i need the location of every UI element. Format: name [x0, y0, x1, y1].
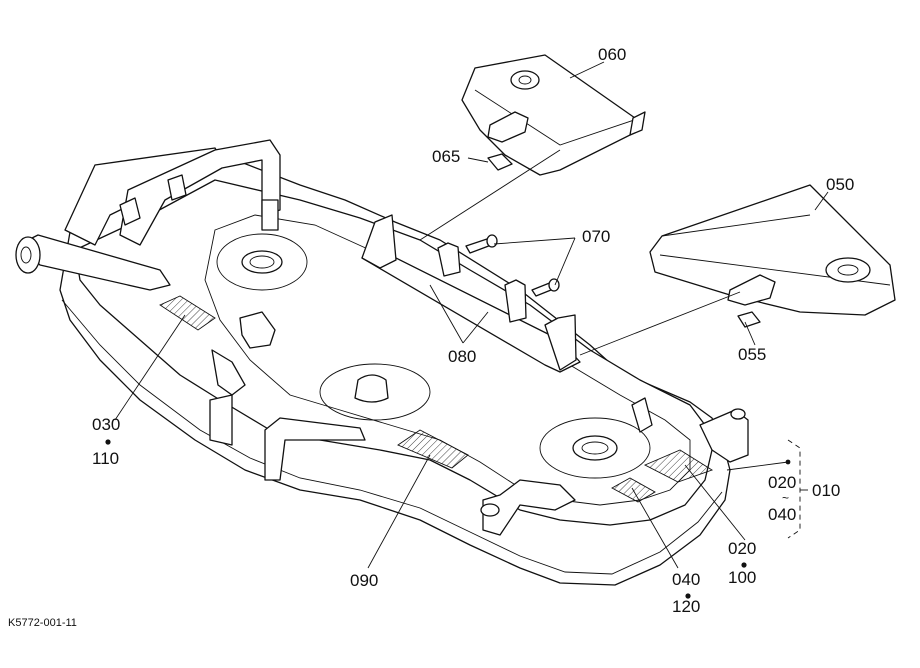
- callout-040: 040: [672, 570, 700, 589]
- callout-080: 080: [448, 347, 476, 366]
- callout-065: 065: [432, 147, 460, 166]
- callout-055: 055: [738, 345, 766, 364]
- group-bracket-010: [787, 439, 801, 539]
- decal-030: [159, 295, 216, 331]
- center-blade-spindle: [319, 363, 431, 421]
- cover-060-lip: [629, 111, 646, 136]
- belt-cover-050: [649, 184, 896, 316]
- left-spindle-hub: [241, 250, 283, 274]
- callout-050: 050: [826, 175, 854, 194]
- deck-bottom-rim: [61, 299, 723, 575]
- center-gauge-bracket: [239, 311, 276, 349]
- clip-055: [737, 311, 761, 328]
- rear-baffle-assembly: [361, 214, 581, 373]
- mower-deck: [15, 139, 749, 586]
- cover-050-boss: [825, 257, 871, 283]
- cover-060-body: [461, 54, 641, 176]
- callout-100: 100: [728, 568, 756, 587]
- callout-110: 110: [92, 449, 119, 468]
- lift-bracket-tab: [261, 199, 279, 231]
- left-blade-spindle: [216, 233, 308, 291]
- callout-120: 120: [672, 597, 700, 616]
- callout-040-group: 040: [768, 505, 796, 524]
- baffle-hinge-post-a: [437, 242, 461, 277]
- callout-040-dot: [685, 593, 691, 599]
- callout-060: 060: [598, 45, 626, 64]
- leader-lines: [114, 61, 829, 569]
- left-gauge-bracket: [211, 349, 246, 396]
- decal-090: [397, 429, 469, 469]
- decal-020: [643, 449, 714, 483]
- baffle-hinge-post-b: [504, 279, 527, 323]
- right-blade-spindle: [539, 417, 651, 479]
- deck-top-surface: [74, 179, 713, 526]
- callout-090: 090: [350, 571, 378, 590]
- cover-050-body: [649, 184, 896, 316]
- drawing-code: K5772-001-11: [8, 617, 77, 629]
- cover-060-latch: [487, 111, 529, 143]
- svg-text:~: ~: [782, 491, 789, 505]
- baffle-left-post: [361, 214, 397, 269]
- callout-020-dot: [741, 562, 747, 568]
- bolts-070: [465, 234, 560, 297]
- right-spindle-hub: [572, 435, 618, 461]
- clip-065: [487, 153, 513, 171]
- callout-010: 010: [812, 481, 840, 500]
- callout-070: 070: [582, 227, 610, 246]
- callouts: 060 065 050 070 080 055 030 110 090 040 …: [8, 45, 854, 629]
- cover-050-latch: [727, 274, 776, 306]
- right-upper-bracket: [631, 397, 653, 433]
- front-gauge-bracket: [264, 417, 366, 481]
- belt-cover-060: [461, 54, 646, 176]
- callout-030-dot: [105, 439, 111, 445]
- callout-020-group: 020: [768, 473, 796, 492]
- rear-gauge-bracket: [482, 479, 576, 536]
- left-hitch-arm: [17, 234, 171, 291]
- center-spindle-bracket: [354, 374, 389, 403]
- baffle-right-post: [544, 314, 577, 371]
- cover-060-boss: [510, 70, 540, 90]
- callout-020: 020: [728, 539, 756, 558]
- callout-030: 030: [92, 415, 120, 434]
- left-hitch-pivot: [15, 236, 41, 274]
